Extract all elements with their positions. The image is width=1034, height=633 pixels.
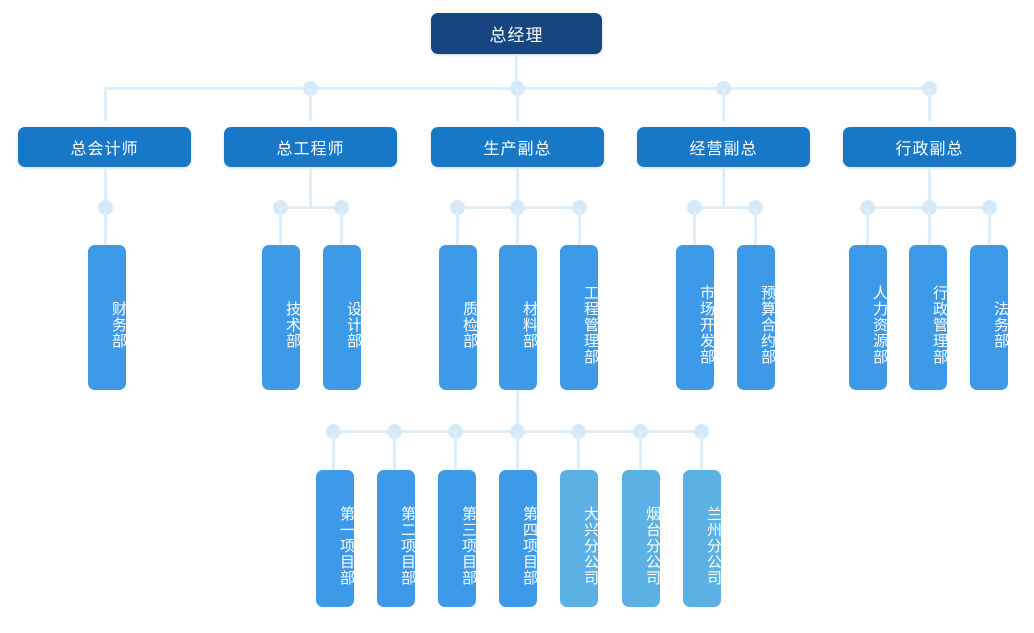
connector-operations-stem [722,167,725,207]
node-project-dept-2[interactable]: 第二项目部 [377,470,416,607]
connector-drop-materials [516,207,519,245]
node-finance-dept[interactable]: 财务部 [88,245,127,390]
node-operations-vp[interactable]: 经营副总 [637,127,810,167]
node-technical-dept[interactable]: 技术部 [262,245,301,390]
connector-drop-production [516,88,519,122]
connector-operations-bus [694,206,756,209]
node-project-dept-1[interactable]: 第一项目部 [316,470,355,607]
connector-drop-branch-daxing [577,431,580,470]
connector-accounting-stem [104,167,107,207]
node-branch-yantai[interactable]: 烟台分公司 [622,470,661,607]
node-hr-dept[interactable]: 人力资源部 [849,245,888,390]
connector-drop-engineering [309,88,312,122]
connector-drop-finance [104,207,107,245]
connector-administration-stem [928,167,931,207]
connector-drop-project-2 [393,431,396,470]
connector-engineering-bus [280,206,342,209]
node-project-dept-3[interactable]: 第三项目部 [438,470,477,607]
connector-drop-operations [722,88,725,122]
connector-drop-branch-lanzhou [700,431,703,470]
node-branch-daxing[interactable]: 大兴分公司 [560,470,599,607]
connector-engineering-stem [309,167,312,207]
node-quality-dept[interactable]: 质检部 [439,245,478,390]
connector-drop-market-dev [693,207,696,245]
connector-drop-design [340,207,343,245]
node-administration-vp[interactable]: 行政副总 [843,127,1016,167]
node-production-vp[interactable]: 生产副总 [431,127,604,167]
connector-drop-branch-yantai [639,431,642,470]
node-branch-lanzhou[interactable]: 兰州分公司 [683,470,722,607]
connector-drop-legal [988,207,991,245]
connector-drop-project-1 [332,431,335,470]
node-budget-contract-dept[interactable]: 预算合约部 [737,245,776,390]
node-chief-accountant[interactable]: 总会计师 [18,127,191,167]
connector-drop-accounting [104,88,107,122]
node-legal-dept[interactable]: 法务部 [970,245,1009,390]
connector-drop-project-3 [454,431,457,470]
connector-drop-administration [928,88,931,122]
node-market-dev-dept[interactable]: 市场开发部 [676,245,715,390]
connector-drop-budget-contract [754,207,757,245]
node-materials-dept[interactable]: 材料部 [499,245,538,390]
node-project-dept-4[interactable]: 第四项目部 [499,470,538,607]
node-design-dept[interactable]: 设计部 [323,245,362,390]
node-chief-engineer[interactable]: 总工程师 [224,127,397,167]
connector-drop-quality [456,207,459,245]
connector-drop-hr [866,207,869,245]
connector-drop-engineering-mgmt [578,207,581,245]
node-admin-mgmt-dept[interactable]: 行政管理部 [909,245,948,390]
connector-drop-technical [279,207,282,245]
connector-drop-admin-mgmt [928,207,931,245]
node-engineering-mgmt-dept[interactable]: 工程管理部 [560,245,599,390]
connector-root-drop [515,54,518,88]
connector-production-stem [516,167,519,207]
node-general-manager[interactable]: 总经理 [431,13,602,54]
connector-level4-stem [516,390,519,432]
connector-drop-project-4 [516,431,519,470]
